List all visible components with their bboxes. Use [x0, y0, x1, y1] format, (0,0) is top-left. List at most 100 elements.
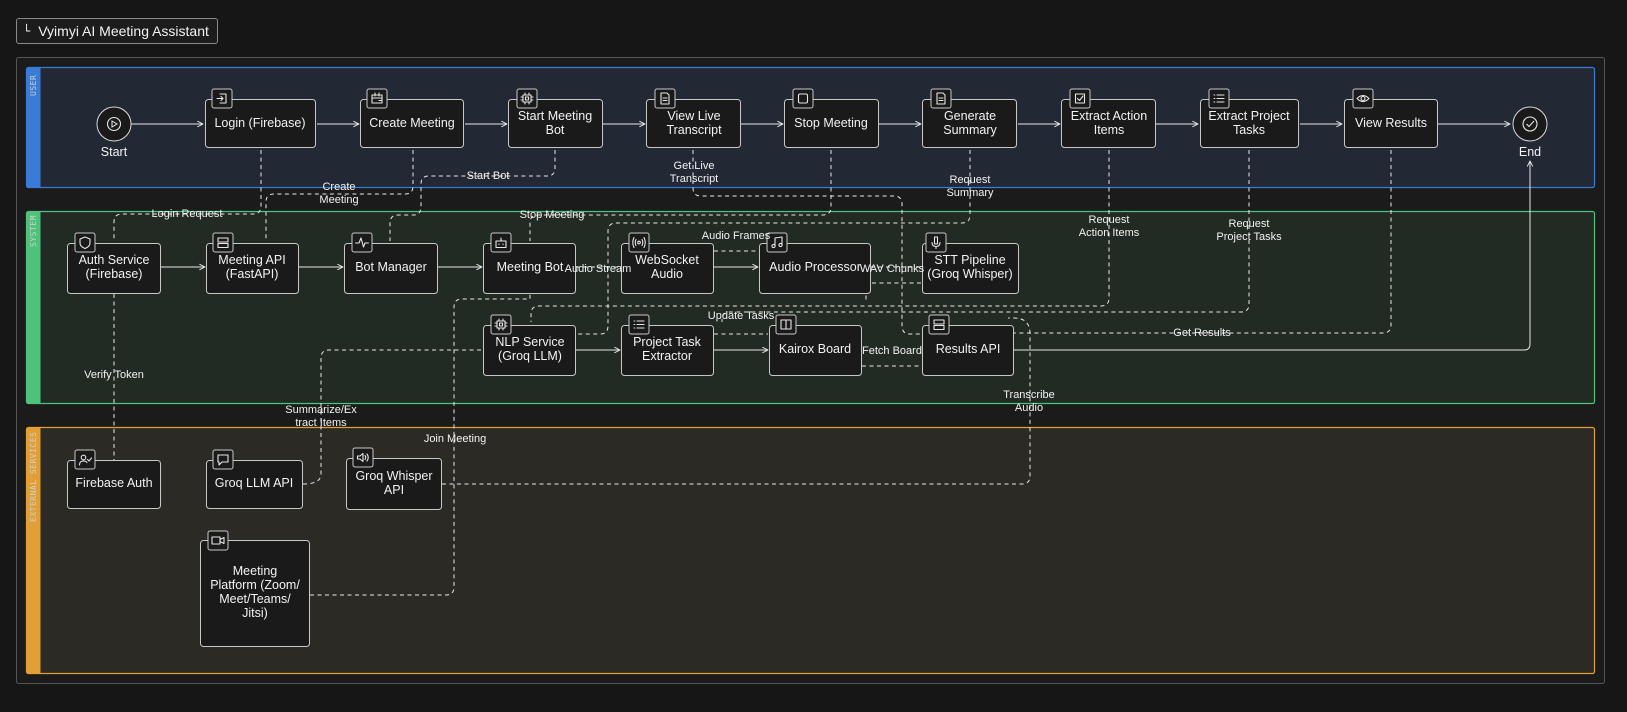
- edge-join-meeting: [310, 294, 531, 596]
- end-node[interactable]: End: [1512, 106, 1548, 159]
- label-transcribe-1: Transcribe: [1003, 389, 1055, 401]
- node-meeting-platform-line4: Jitsi): [242, 606, 268, 620]
- node-start-bot-line1: Start Meeting: [518, 109, 592, 123]
- node-start-bot[interactable]: Start Meeting Bot: [508, 88, 603, 148]
- node-websocket-audio[interactable]: WebSocket Audio: [621, 232, 714, 294]
- node-groq-whisper-line2: API: [384, 483, 404, 497]
- edge-labels: Login Request Create Meeting Start Bot G…: [84, 160, 1282, 445]
- node-bot-manager[interactable]: Bot Manager: [344, 232, 438, 294]
- node-login-label: Login (Firebase): [214, 116, 305, 130]
- node-extract-project-tasks[interactable]: Extract Project Tasks: [1200, 88, 1299, 148]
- node-extract-action-line1: Extract Action: [1071, 109, 1147, 123]
- start-node[interactable]: Start: [96, 106, 132, 159]
- flow-icon: └: [23, 24, 31, 38]
- node-meeting-api[interactable]: Meeting API (FastAPI): [206, 232, 299, 294]
- node-meeting-platform-line3: Meet/Teams/: [219, 592, 291, 606]
- label-request-action-2: Action Items: [1079, 227, 1140, 239]
- node-groq-llm-api[interactable]: Groq LLM API: [206, 449, 303, 509]
- start-label: Start: [101, 145, 128, 159]
- node-nlp-line1: NLP Service: [495, 335, 564, 349]
- node-nlp-service[interactable]: NLP Service (Groq LLM): [483, 314, 576, 376]
- microphone-icon: [925, 232, 947, 253]
- lane-label-system: SYSTEM: [29, 215, 38, 247]
- node-meeting-bot-label: Meeting Bot: [497, 260, 564, 274]
- node-meeting-bot[interactable]: Meeting Bot: [483, 232, 576, 294]
- node-view-results-label: View Results: [1355, 116, 1427, 130]
- node-stt-line1: STT Pipeline: [934, 253, 1005, 267]
- node-results-api[interactable]: Results API: [922, 314, 1014, 376]
- node-results-api-label: Results API: [936, 342, 1001, 356]
- node-generate-summary-line2: Summary: [943, 123, 997, 137]
- label-request-project-1: Request: [1229, 218, 1270, 230]
- node-generate-summary[interactable]: Generate Summary: [922, 88, 1017, 148]
- cpu-icon: [516, 88, 538, 109]
- label-request-summary-1: Request: [950, 174, 991, 186]
- node-create-meeting[interactable]: Create Meeting: [360, 88, 464, 148]
- list-icon: [628, 314, 650, 335]
- label-audio-stream: Audio Stream: [565, 263, 632, 275]
- node-login[interactable]: Login (Firebase): [205, 88, 316, 148]
- node-start-bot-line2: Bot: [546, 123, 565, 137]
- node-kairox-board[interactable]: Kairox Board: [769, 314, 862, 376]
- label-request-action-1: Request: [1089, 214, 1130, 226]
- node-meeting-api-line2: (FastAPI): [226, 267, 279, 281]
- node-audio-processor-label: Audio Processor: [769, 260, 861, 274]
- node-groq-whisper-api[interactable]: Groq Whisper API: [346, 447, 442, 510]
- diagram-title-badge: └ Vyimyi AI Meeting Assistant: [16, 18, 218, 44]
- play-icon: [106, 116, 122, 132]
- edge-request-summary: [576, 150, 971, 335]
- login-icon: [211, 88, 233, 109]
- node-extract-project-line2: Tasks: [1233, 123, 1265, 137]
- edge-request-action-items: [530, 150, 1110, 322]
- label-wav-chunks: WAV Chunks: [860, 263, 925, 275]
- label-get-live-2: Transcript: [670, 173, 719, 185]
- label-audio-frames: Audio Frames: [702, 230, 771, 242]
- chat-icon: [212, 449, 234, 470]
- file-text-icon: [930, 88, 952, 109]
- label-join-meeting: Join Meeting: [424, 433, 486, 445]
- video-icon: [207, 530, 229, 551]
- node-view-live-line1: View Live: [667, 109, 720, 123]
- server-icon: [212, 232, 234, 253]
- node-meeting-api-line1: Meeting API: [218, 253, 285, 267]
- label-summarize-1: Summarize/Ex: [285, 404, 357, 416]
- board-icon: [775, 314, 797, 335]
- shield-icon: [74, 232, 96, 253]
- label-request-summary-2: Summary: [946, 187, 994, 199]
- label-create-meeting-1: Create: [322, 181, 355, 193]
- lane-label-external: EXTERNAL SERVICES: [29, 432, 38, 522]
- user-check-icon: [74, 449, 96, 470]
- edges-system-flow: [160, 161, 1530, 350]
- label-verify-token: Verify Token: [84, 369, 144, 381]
- node-stt-pipeline[interactable]: STT Pipeline (Groq Whisper): [922, 232, 1019, 294]
- edge-request-project-tasks: [721, 150, 1250, 322]
- node-nlp-line2: (Groq LLM): [498, 349, 562, 363]
- node-stop-meeting[interactable]: Stop Meeting: [784, 88, 879, 148]
- node-extract-action-items[interactable]: Extract Action Items: [1061, 88, 1156, 148]
- label-create-meeting-2: Meeting: [319, 194, 358, 206]
- node-view-live-line2: Transcript: [666, 123, 722, 137]
- node-create-meeting-label: Create Meeting: [369, 116, 455, 130]
- edge-summarize-extract: [302, 349, 482, 485]
- label-stop-meeting: Stop Meeting: [520, 209, 585, 221]
- edge-transcribe-audio: [442, 317, 1031, 485]
- node-view-live-transcript[interactable]: View Live Transcript: [646, 88, 741, 148]
- node-meeting-platform[interactable]: Meeting Platform (Zoom/ Meet/Teams/ Jits…: [200, 530, 310, 647]
- node-view-results[interactable]: View Results: [1344, 88, 1438, 148]
- document-icon: [654, 88, 676, 109]
- checkbox-icon: [1069, 88, 1091, 109]
- node-firebase-auth[interactable]: Firebase Auth: [67, 449, 161, 509]
- list-icon: [1208, 88, 1230, 109]
- node-kairox-label: Kairox Board: [779, 342, 851, 356]
- edges-dashed: [113, 150, 1392, 596]
- node-auth-service-line1: Auth Service: [79, 253, 150, 267]
- node-project-task-extractor[interactable]: Project Task Extractor: [621, 314, 714, 376]
- node-audio-processor[interactable]: Audio Processor: [759, 232, 871, 294]
- eye-icon: [1352, 88, 1374, 109]
- node-stt-line2: (Groq Whisper): [927, 267, 1012, 281]
- node-project-task-line2: Extractor: [642, 349, 692, 363]
- node-auth-service[interactable]: Auth Service (Firebase): [67, 232, 161, 294]
- check-circle-icon: [1522, 116, 1538, 132]
- bot-icon: [490, 232, 512, 253]
